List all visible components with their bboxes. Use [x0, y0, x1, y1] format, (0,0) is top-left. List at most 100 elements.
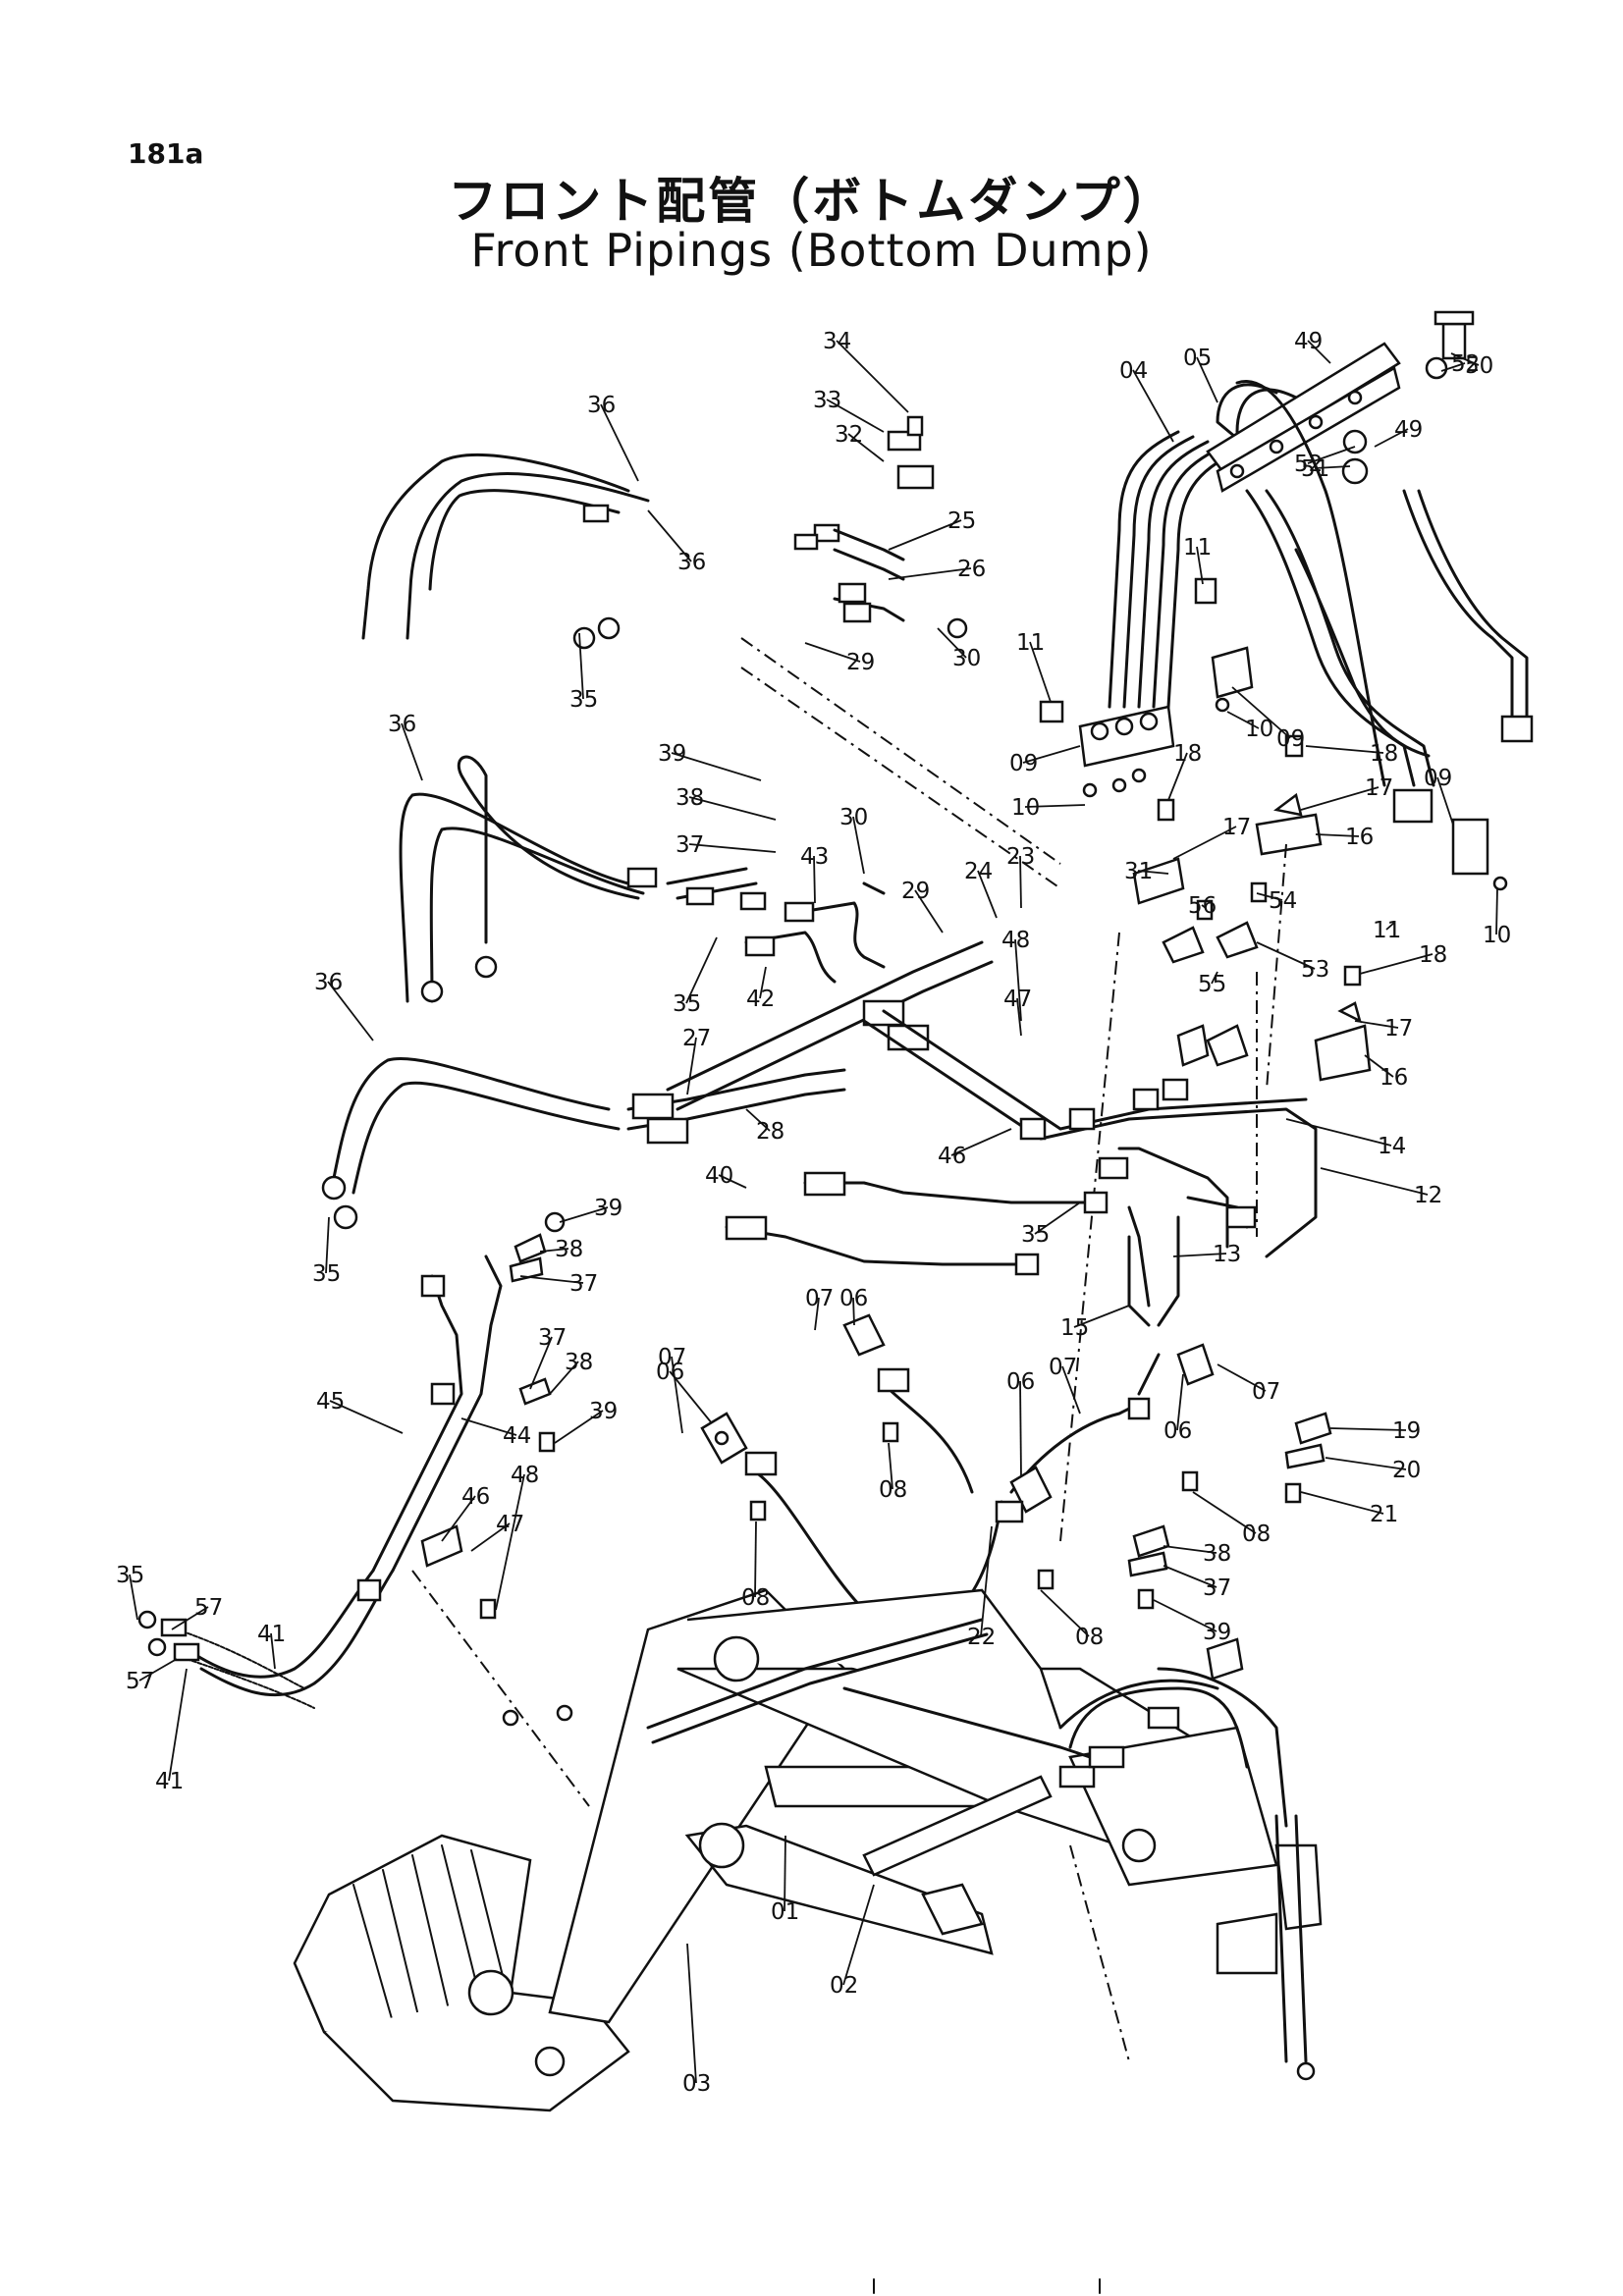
title-english: Front Pipings (Bottom Dump): [470, 224, 1153, 277]
callout-leader: [529, 1336, 553, 1390]
callout-leader: [685, 936, 718, 1004]
callout-leader: [688, 843, 777, 853]
clamps-right: [1039, 577, 1254, 798]
callout-leader: [1285, 1118, 1392, 1147]
callout-leader: [671, 752, 762, 781]
callout-40: 40: [705, 1163, 733, 1189]
callout-49: 49: [1294, 329, 1323, 354]
callout-57: 57: [194, 1595, 223, 1621]
callout-05: 05: [1183, 346, 1212, 371]
callout-18: 18: [1419, 942, 1447, 968]
callout-leader: [1167, 752, 1188, 801]
callout-30: 30: [952, 646, 981, 671]
callout-leader: [1153, 1599, 1217, 1632]
callout-28: 28: [756, 1119, 784, 1145]
title-japanese: フロント配管（ボトムダンプ）: [448, 173, 1175, 230]
excavator-front-illustration: [293, 1588, 1323, 2112]
callout-10: 10: [1011, 795, 1040, 821]
callout-27: 27: [682, 1026, 711, 1051]
callout-leader: [745, 1108, 771, 1132]
callout-37: 37: [676, 832, 704, 858]
callout-leader: [852, 816, 865, 875]
callout-leader: [813, 855, 816, 904]
callout-43: 43: [800, 844, 829, 870]
callout-leader: [1192, 1491, 1257, 1534]
callout-20: 20: [1392, 1458, 1421, 1483]
callout-leader: [1061, 1365, 1081, 1415]
callout-13: 13: [1213, 1242, 1241, 1267]
callout-leader: [1307, 446, 1356, 464]
callout-16: 16: [1380, 1065, 1408, 1091]
callout-25: 25: [947, 508, 976, 534]
callout-53: 53: [1301, 957, 1329, 983]
callout-56: 56: [1188, 893, 1217, 919]
callout-leader: [784, 1835, 786, 1912]
callout-leader: [826, 399, 885, 433]
callout-06: 06: [839, 1286, 868, 1311]
callout-leader: [168, 1668, 188, 1782]
callout-leader: [977, 870, 998, 919]
callout-leader: [1034, 1201, 1081, 1235]
callout-17: 17: [1222, 815, 1251, 840]
callout-leader: [1176, 1373, 1184, 1431]
callout-35: 35: [1021, 1222, 1050, 1248]
callout-38: 38: [1203, 1541, 1231, 1567]
callout-leader: [1137, 870, 1169, 875]
callout-leader: [1314, 465, 1351, 469]
callout-46: 46: [938, 1144, 966, 1169]
hose-group-middle-left: [399, 755, 767, 1003]
callout-36: 36: [677, 550, 706, 575]
callout-leader: [847, 433, 885, 462]
callout-leader: [1256, 892, 1283, 901]
hoses-22-flanges: [700, 1313, 1215, 1629]
callout-leader: [842, 1884, 875, 1986]
callout-07: 07: [658, 1345, 686, 1370]
callout-29: 29: [901, 879, 930, 904]
callout-50: 50: [1465, 353, 1493, 379]
callout-39: 39: [589, 1399, 618, 1424]
callout-leader: [1300, 1491, 1384, 1515]
page-code: 181a: [128, 137, 204, 170]
callout-leader: [270, 1632, 276, 1670]
callout-leader: [1024, 804, 1086, 808]
callout-11: 11: [1373, 918, 1401, 943]
callout-leader: [559, 1206, 609, 1223]
callout-33: 33: [813, 388, 841, 413]
callout-02: 02: [830, 1973, 858, 1999]
callout-17: 17: [1365, 775, 1393, 801]
callout-leader: [325, 1216, 330, 1274]
callout-leader: [138, 1658, 178, 1682]
callout-49: 49: [1394, 417, 1423, 443]
callout-48: 48: [1001, 928, 1030, 953]
callout-leader: [647, 509, 692, 562]
tubes-04-05: [1108, 383, 1298, 709]
callout-19: 19: [1392, 1418, 1421, 1444]
callout-leader: [1217, 1363, 1267, 1392]
callout-leader: [671, 1356, 683, 1434]
hose-40: [725, 1171, 1109, 1276]
callout-leader: [1440, 362, 1466, 372]
callout-37: 37: [538, 1325, 567, 1351]
clamp-bar-49: [1206, 310, 1475, 493]
callout-26: 26: [957, 557, 986, 582]
callout-10: 10: [1483, 923, 1511, 948]
callout-52: 52: [1294, 452, 1323, 477]
callout-leader: [1163, 1565, 1217, 1588]
callout-leader: [554, 1410, 604, 1444]
callout-leader: [688, 796, 777, 821]
callout-leader: [937, 627, 967, 659]
callout-leader: [549, 1361, 579, 1395]
callout-18: 18: [1173, 741, 1202, 767]
callout-leader: [129, 1574, 138, 1621]
callout-08: 08: [1242, 1522, 1271, 1547]
pipes-42-43: [744, 881, 886, 984]
callout-06: 06: [1163, 1418, 1192, 1444]
pipe-assembly-25-26: [833, 415, 968, 639]
callout-57: 57: [126, 1669, 154, 1694]
callout-leader: [1385, 922, 1395, 931]
pipe-manifold-12-15: [862, 1009, 1318, 1327]
callout-52: 52: [1451, 351, 1480, 377]
callout-44: 44: [503, 1423, 531, 1449]
callout-leader: [1211, 971, 1218, 985]
hoses-right-large: [1235, 380, 1534, 891]
